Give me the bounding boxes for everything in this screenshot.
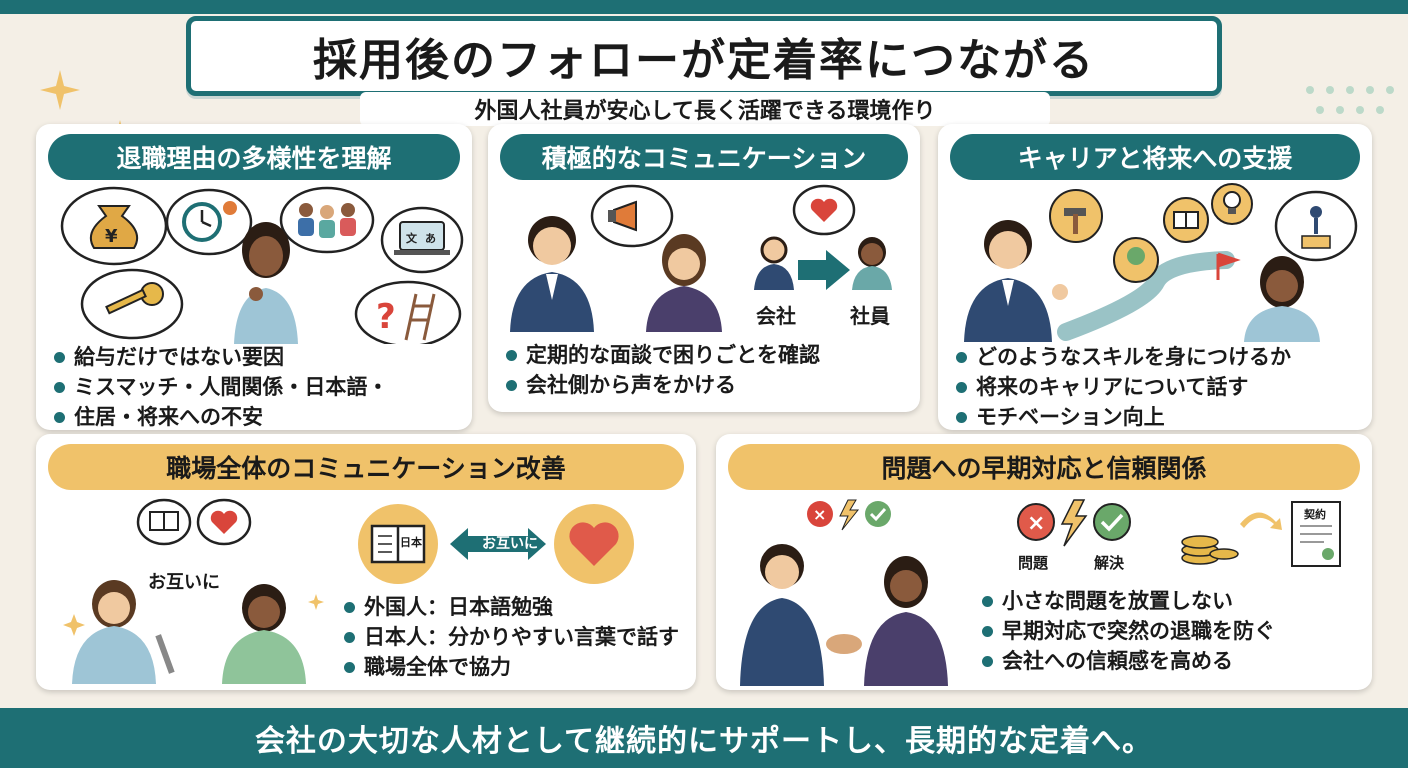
lightbulb-icon bbox=[1211, 183, 1253, 225]
svg-text:×: × bbox=[813, 505, 826, 524]
problem-icon: × bbox=[1017, 503, 1055, 541]
manager-avatar bbox=[740, 544, 824, 686]
career-path-road bbox=[1057, 251, 1235, 341]
svg-text:文: 文 bbox=[406, 231, 418, 245]
employee-with-wrench-avatar bbox=[72, 580, 175, 684]
handshake-illustration: × bbox=[740, 499, 948, 686]
contract-label: 契約 bbox=[1304, 508, 1326, 521]
group-icon bbox=[279, 186, 375, 254]
panel-workplace-heading: 職場全体のコミュニケーション改善 bbox=[48, 444, 684, 490]
panel-career: キャリアと将来への支援 bbox=[938, 124, 1372, 430]
list-item: どのようなスキルを身につけるか bbox=[954, 342, 1362, 372]
panel-issues: 問題への早期対応と信頼関係 × × bbox=[716, 434, 1372, 690]
panel-reasons-heading: 退職理由の多様性を理解 bbox=[48, 134, 460, 180]
employee-avatar bbox=[864, 556, 948, 686]
list-item: ミスマッチ・人間関係・日本語・ bbox=[52, 372, 462, 402]
problem-label: 問題 bbox=[1018, 554, 1049, 572]
megaphone-icon bbox=[590, 184, 674, 248]
double-arrow-icon bbox=[450, 528, 546, 560]
list-item: モチベーション向上 bbox=[954, 402, 1362, 432]
japanese-book-icon bbox=[358, 504, 438, 584]
sparkle-icon bbox=[63, 614, 85, 636]
cycle-arrows-icon bbox=[1240, 512, 1282, 530]
book-label: 日本 bbox=[400, 536, 422, 549]
dot-pattern-right bbox=[1306, 86, 1394, 114]
company-label: 会社 bbox=[756, 304, 796, 328]
svg-text:¥: ¥ bbox=[105, 226, 118, 247]
thinking-employee-avatar bbox=[234, 222, 298, 344]
award-badge-icon bbox=[1113, 237, 1159, 283]
panel-career-bullets: どのようなスキルを身につけるか 将来のキャリアについて話す モチベーション向上 bbox=[954, 342, 1362, 432]
resolution-illustration: × bbox=[1017, 499, 1341, 567]
coins-icon bbox=[1181, 535, 1239, 565]
communication-illustration bbox=[510, 184, 892, 332]
company-person-icon bbox=[754, 236, 794, 290]
heart-icon bbox=[554, 504, 634, 584]
svg-text:あ: あ bbox=[425, 232, 436, 245]
question-ladder-icon: ? bbox=[354, 280, 462, 344]
sparkle-icon bbox=[308, 594, 324, 610]
panel-workplace-bullets: 外国人：日本語勉強 日本人：分かりやすい言葉で話す 職場全体で協力 bbox=[342, 592, 688, 682]
book-icon bbox=[136, 498, 192, 546]
list-item: 会社への信頼感を高める bbox=[980, 646, 1364, 676]
page-title: 採用後のフォローが定着率につながる bbox=[313, 35, 1095, 86]
list-item: 早期対応で突然の退職を防ぐ bbox=[980, 616, 1364, 646]
heart-icon bbox=[196, 498, 252, 546]
flag-icon bbox=[1216, 252, 1241, 280]
lightning-icon bbox=[1060, 499, 1088, 547]
arrow-right-icon bbox=[798, 250, 850, 290]
svg-text:?: ? bbox=[376, 297, 396, 337]
employee-avatar bbox=[1244, 256, 1320, 342]
list-item: 小さな問題を放置しない bbox=[980, 586, 1364, 616]
key-icon bbox=[80, 268, 184, 340]
footer-message: 会社の大切な人材として継続的にサポートし、長期的な定着へ。 bbox=[254, 724, 1154, 759]
solution-label: 解決 bbox=[1094, 554, 1125, 572]
coworker-avatar bbox=[222, 584, 306, 684]
book-icon bbox=[1163, 197, 1209, 243]
list-item: 将来のキャリアについて話す bbox=[954, 372, 1362, 402]
list-item: 会社側から声をかける bbox=[504, 370, 910, 400]
list-item: 定期的な面談で困りごとを確認 bbox=[504, 340, 910, 370]
svg-text:×: × bbox=[1027, 511, 1045, 536]
handshake-icon bbox=[826, 634, 862, 654]
workplace-illustration bbox=[63, 498, 324, 684]
employee-person-icon bbox=[852, 237, 892, 290]
page-subtitle: 外国人社員が安心して長く活躍できる環境作り bbox=[360, 92, 1050, 126]
podium-goal-icon bbox=[1274, 190, 1358, 262]
heart-icon bbox=[792, 184, 856, 236]
panel-communication-bullets: 定期的な面談で困りごとを確認 会社側から声をかける bbox=[504, 340, 910, 400]
panel-issues-heading: 問題への早期対応と信頼関係 bbox=[728, 444, 1360, 490]
list-item: 外国人：日本語勉強 bbox=[342, 592, 688, 622]
status-icons: × bbox=[807, 499, 891, 531]
clock-gear-icon bbox=[165, 188, 253, 256]
panel-workplace: 職場全体のコミュニケーション改善 お互いに bbox=[36, 434, 696, 690]
manager-avatar bbox=[510, 216, 594, 332]
list-item: 職場全体で協力 bbox=[342, 652, 688, 682]
mentor-avatar bbox=[964, 220, 1068, 342]
mutual-exchange-illustration bbox=[358, 504, 634, 584]
reasons-illustration: ¥ 文 あ bbox=[60, 186, 464, 344]
title-banner: 採用後のフォローが定着率につながる bbox=[186, 16, 1222, 96]
panel-reasons: 退職理由の多様性を理解 ¥ 文 あ bbox=[36, 124, 472, 430]
money-bag-icon: ¥ bbox=[60, 186, 168, 266]
panel-communication: 積極的なコミュニケーション bbox=[488, 124, 920, 412]
mutual-label: お互いに bbox=[148, 572, 220, 593]
employee-avatar bbox=[646, 234, 722, 332]
solution-icon bbox=[1093, 503, 1131, 541]
panel-issues-bullets: 小さな問題を放置しない 早期対応で突然の退職を防ぐ 会社への信頼感を高める bbox=[980, 586, 1364, 676]
mutual-arrow-label: お互いに bbox=[482, 536, 538, 552]
panel-career-heading: キャリアと将来への支援 bbox=[950, 134, 1360, 180]
employee-label: 社員 bbox=[850, 304, 890, 328]
list-item: 日本人：分かりやすい言葉で話す bbox=[342, 622, 688, 652]
panel-communication-heading: 積極的なコミュニケーション bbox=[500, 134, 908, 180]
list-item: 給与だけではない要因 bbox=[52, 342, 462, 372]
contract-document-icon bbox=[1291, 501, 1341, 567]
hammer-icon bbox=[1049, 189, 1103, 243]
translation-laptop-icon: 文 あ bbox=[380, 206, 464, 274]
footer-banner: 会社の大切な人材として継続的にサポートし、長期的な定着へ。 bbox=[0, 708, 1408, 768]
top-bar bbox=[0, 0, 1408, 14]
list-item: 住居・将来への不安 bbox=[52, 402, 462, 432]
career-illustration bbox=[964, 183, 1358, 342]
panel-reasons-bullets: 給与だけではない要因 ミスマッチ・人間関係・日本語・ 住居・将来への不安 bbox=[52, 342, 462, 432]
